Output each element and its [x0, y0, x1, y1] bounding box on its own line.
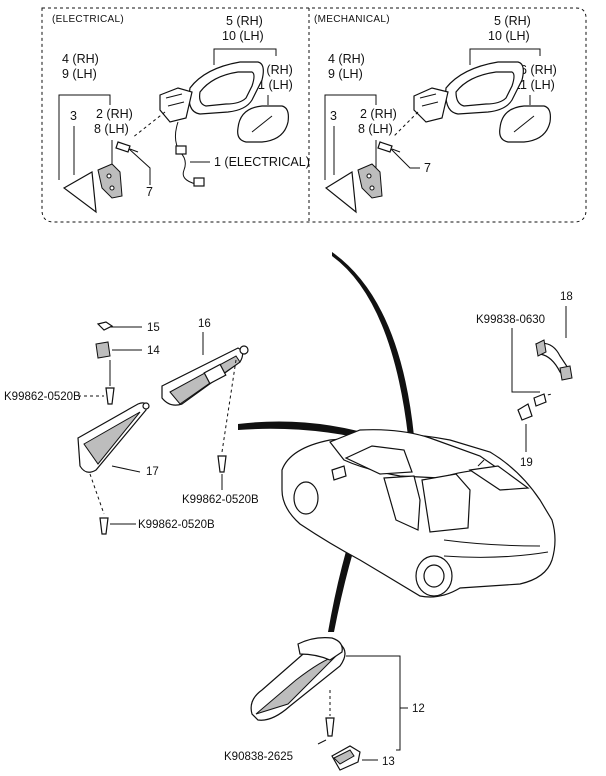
mirror-base-electrical: [62, 163, 123, 214]
mirror-glass-mechanical: [499, 105, 551, 143]
panel-title: (MECHANICAL): [314, 14, 390, 25]
label-bolt-b: K99862-0520B: [182, 494, 259, 506]
panel-title: (ELECTRICAL): [52, 14, 124, 25]
electrical-mirror-panel: (ELECTRICAL) 5 (RH) 10 (LH) 4 (RH) 9 (LH…: [52, 14, 310, 214]
label-bolt-mirror: K90838-2625: [224, 751, 293, 763]
door-mirror-mechanical: [393, 61, 524, 137]
label-7: 7: [146, 185, 153, 199]
label-17: 17: [146, 466, 159, 478]
label-2-rh: 2 (RH): [96, 107, 133, 121]
wiring-harness: [174, 121, 205, 187]
inside-mirror-12: [250, 637, 346, 721]
label-5-rh: 5 (RH): [226, 14, 263, 28]
assist-grip-18: [535, 339, 573, 381]
label-10-lh: 10 (LH): [488, 29, 530, 43]
label-4-rh: 4 (RH): [328, 52, 365, 66]
label-bolt-a: K99862-0520B: [4, 391, 81, 403]
sun-visor-group: 15 14 K99862-0520B 16 17 K99862-0520B: [4, 318, 259, 535]
label-3: 3: [70, 109, 77, 123]
label-13: 13: [382, 756, 395, 768]
label-7: 7: [424, 161, 431, 175]
door-mirror-electrical: [131, 61, 264, 139]
screw-mirror: [325, 717, 335, 737]
screw-7-electrical: [115, 141, 139, 153]
holder-14: [95, 341, 111, 359]
label-4-rh: 4 (RH): [62, 52, 99, 66]
cap-19: [517, 403, 533, 421]
label-2-rh: 2 (RH): [360, 107, 397, 121]
label-6-rh: 6 (RH): [256, 63, 293, 77]
sun-visor-17: [77, 402, 150, 473]
screw-bolt-c: [99, 517, 109, 535]
label-12: 12: [412, 703, 425, 715]
screw-handle: [533, 393, 547, 407]
label-5-rh: 5 (RH): [494, 14, 531, 28]
label-bolt-c: K99862-0520B: [138, 519, 215, 531]
label-8-lh: 8 (LH): [94, 122, 129, 136]
assist-grip-group: 18 K99838-0630 19: [476, 291, 573, 469]
clip-15: [96, 321, 114, 331]
screw-7-mechanical: [377, 141, 401, 153]
label-15: 15: [147, 322, 160, 334]
label-8-lh: 8 (LH): [358, 122, 393, 136]
car-illustration: [281, 429, 556, 598]
label-19: 19: [520, 457, 533, 469]
label-16: 16: [198, 318, 211, 330]
label-1-electrical: 1 (ELECTRICAL): [214, 155, 310, 169]
label-10-lh: 10 (LH): [222, 29, 264, 43]
sun-visor-16: [161, 345, 249, 406]
label-11-lh: 11 (LH): [252, 78, 293, 92]
label-bolt-handle: K99838-0630: [476, 314, 545, 326]
label-3: 3: [330, 109, 337, 123]
inside-mirror-group: 12 K90838-2625 13: [224, 637, 425, 771]
screw-bolt-b: [217, 455, 227, 473]
label-9-lh: 9 (LH): [62, 67, 97, 81]
label-11-lh: 11 (LH): [514, 78, 555, 92]
mechanical-mirror-panel: (MECHANICAL) 5 (RH) 10 (LH) 4 (RH) 9 (LH…: [314, 14, 557, 214]
label-9-lh: 9 (LH): [328, 67, 363, 81]
mirror-glass-electrical: [237, 105, 289, 143]
screw-bolt-a: [105, 387, 115, 405]
mirror-assembly-box: [41, 7, 587, 223]
mirror-base-mechanical: [324, 163, 383, 214]
label-6-rh: 6 (RH): [520, 63, 557, 77]
callout-swooshes: [238, 252, 414, 632]
label-14: 14: [147, 345, 160, 357]
label-18: 18: [560, 291, 573, 303]
